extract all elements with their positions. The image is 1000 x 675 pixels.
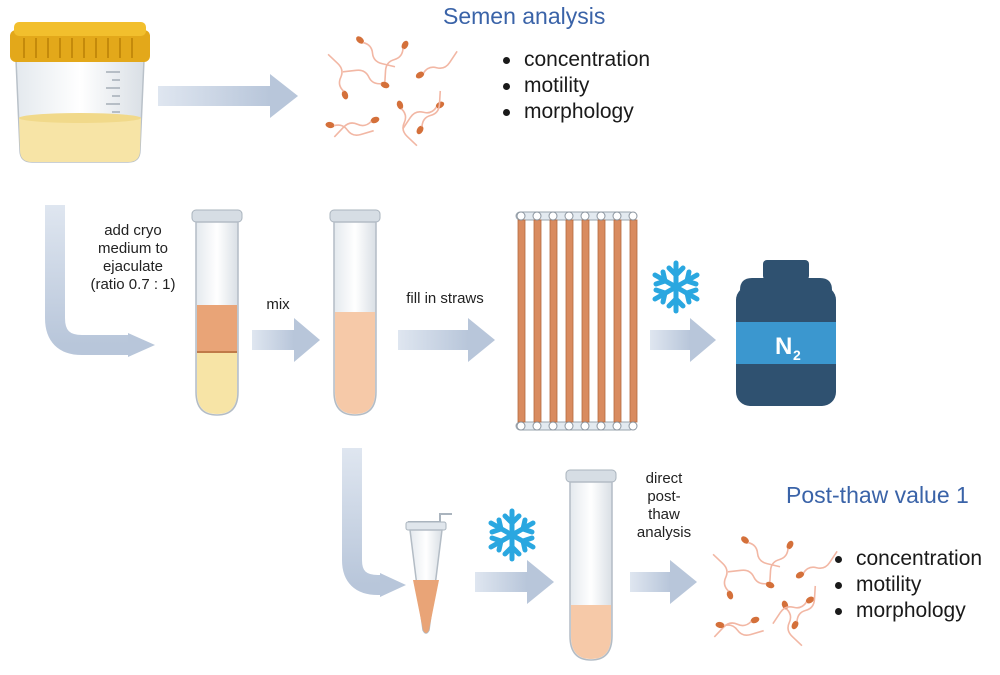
add-medium-label: add cryo medium to ejaculate (ratio 0.7 … — [90, 222, 176, 293]
list-item: concentration — [832, 546, 982, 572]
semen-analysis-title: Semen analysis — [443, 3, 606, 29]
nitrogen-tank-icon — [736, 260, 836, 406]
list-item: motility — [500, 73, 650, 99]
test-tube-layered-icon — [191, 209, 243, 416]
microtube-icon — [405, 513, 452, 634]
nitrogen-label: N — [775, 333, 792, 360]
flow-arrow-fill-straws — [398, 318, 495, 362]
mix-label: mix — [266, 296, 290, 313]
semen-analysis-list: concentration motility morphology — [500, 47, 650, 125]
snowflake-icon — [655, 263, 697, 311]
flow-arrow-freeze-microtube — [475, 560, 554, 604]
straws-icon — [515, 211, 638, 431]
test-tube-thawed-icon — [565, 469, 617, 661]
flow-arrow-mix — [252, 318, 320, 362]
flow-arrow-freeze-straws — [650, 318, 716, 362]
sperm-cells-icon — [323, 34, 462, 150]
post-thaw-list: concentration motility morphology — [832, 546, 982, 624]
test-tube-mixed-icon — [329, 209, 381, 416]
flow-arrow-down-to-microtube — [342, 448, 406, 597]
list-item: concentration — [500, 47, 650, 73]
list-item: motility — [832, 572, 982, 598]
flow-arrow-to-analysis — [158, 74, 298, 118]
post-thaw-title: Post-thaw value 1 — [786, 482, 969, 508]
nitrogen-subscript: 2 — [793, 347, 801, 363]
direct-analysis-label: direct post- thaw analysis — [636, 470, 692, 541]
flow-arrow-down-to-tube — [45, 205, 155, 357]
snowflake-icon — [491, 511, 533, 559]
list-item: morphology — [500, 99, 650, 125]
flow-arrow-to-post-thaw — [630, 560, 697, 604]
list-item: morphology — [832, 598, 982, 624]
specimen-cup-icon — [10, 22, 150, 163]
sperm-cells-icon — [710, 534, 842, 650]
fill-straws-label: fill in straws — [406, 290, 484, 307]
